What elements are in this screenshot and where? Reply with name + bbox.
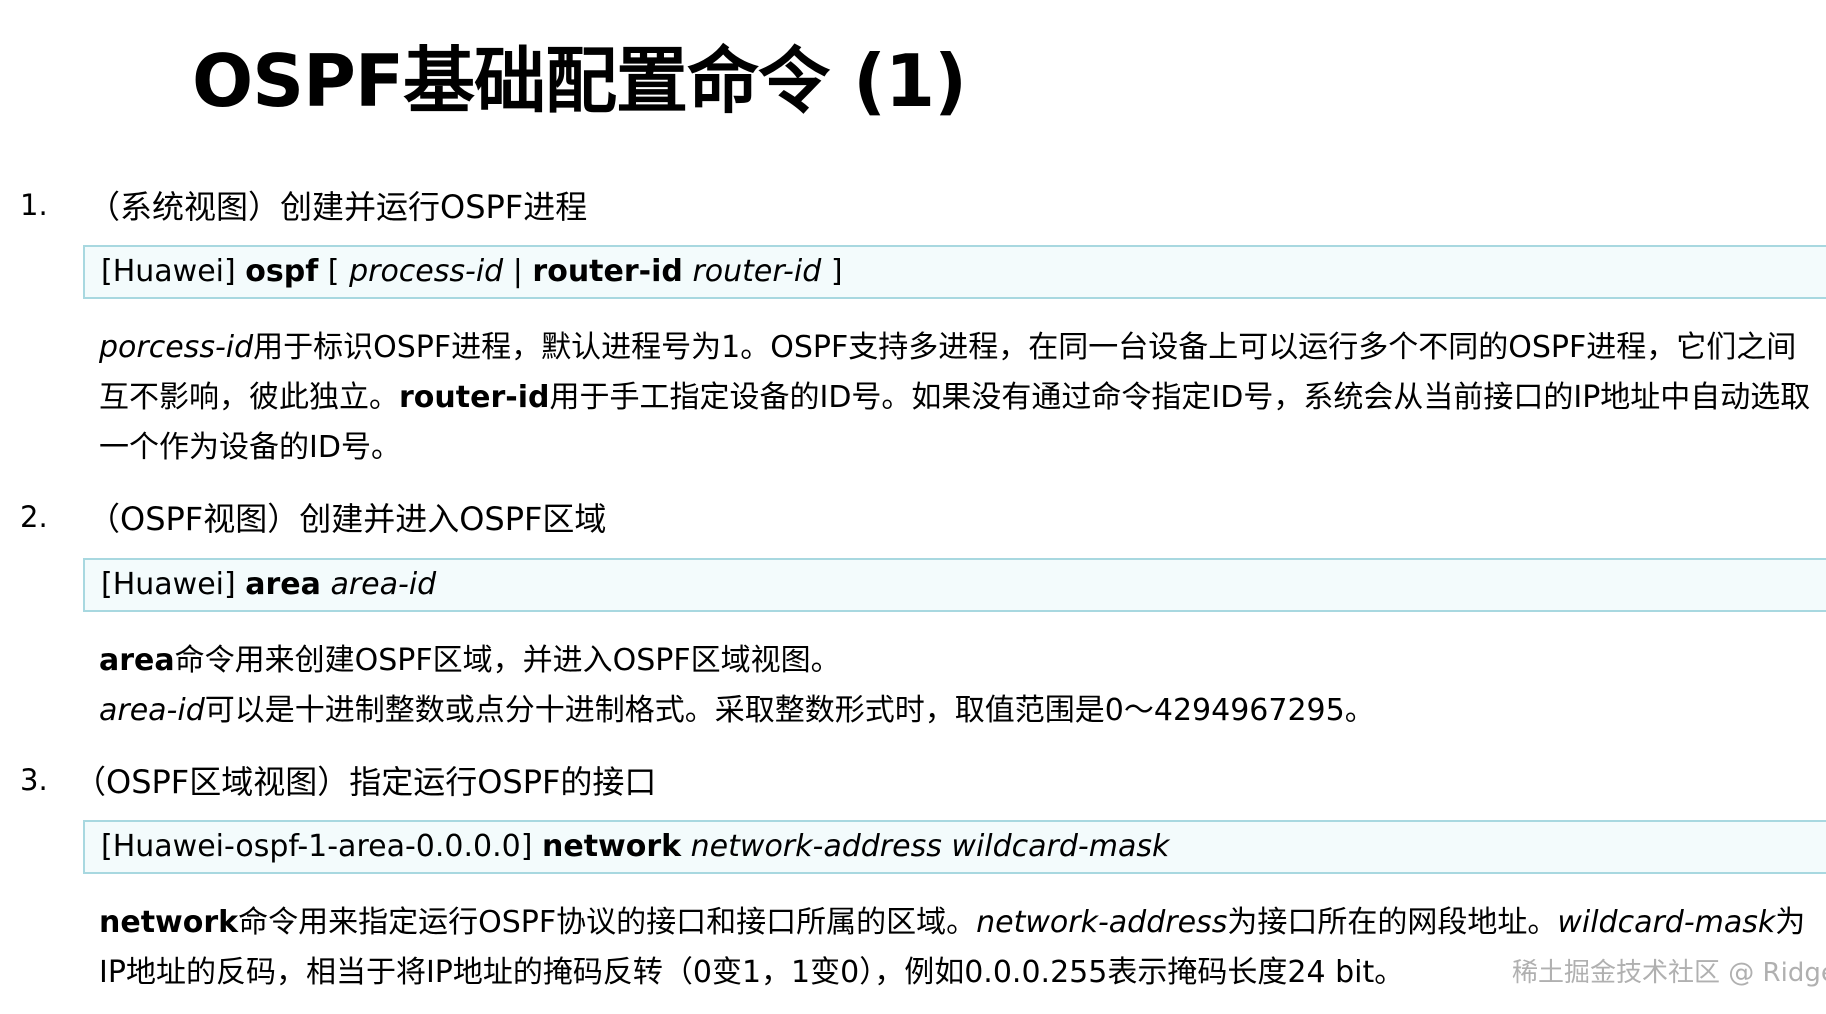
section-3-heading: （OSPF区域视图）指定运行OSPF的接口	[74, 763, 657, 801]
section-2-heading: （OSPF视图）创建并进入OSPF区域	[88, 500, 607, 538]
desc-term: router-id	[399, 380, 550, 415]
cmd-param: router-id	[692, 254, 822, 289]
cmd-prompt: [Huawei]	[101, 567, 236, 602]
desc-text: 为接口所在的网段地址。	[1227, 905, 1558, 940]
cmd-keyword: ospf	[245, 254, 319, 289]
section-3-number: 3.	[20, 763, 48, 797]
section-1-description: porcess-id用于标识OSPF进程，默认进程号为1。OSPF支持多进程，在…	[99, 323, 1814, 473]
cmd-separator: |	[512, 254, 523, 289]
desc-term: wildcard-mask	[1557, 905, 1776, 940]
page-title: OSPF基础配置命令 (1)	[192, 39, 967, 123]
desc-term: porcess-id	[99, 330, 254, 365]
desc-text: 可以是十进制整数或点分十进制格式。采取整数形式时，取值范围是0～42949672…	[204, 693, 1375, 728]
desc-text: 用于标识OSPF进程，默认进程号为1。OSPF支持多进程，在同一台设备上可以运行…	[99, 330, 1797, 415]
cmd-keyword: area	[245, 567, 321, 602]
cmd-prompt: [Huawei]	[101, 254, 236, 289]
desc-term: network-address	[976, 905, 1228, 940]
cmd-param: area-id	[330, 567, 437, 602]
desc-text: 命令用来创建OSPF区域，并进入OSPF区域视图。	[174, 643, 841, 678]
cmd-bracket-close: ]	[830, 254, 843, 289]
command-box-network: [Huawei-ospf-1-area-0.0.0.0] network net…	[83, 820, 1826, 874]
cmd-param: process-id	[349, 254, 504, 289]
desc-term: network	[99, 905, 239, 940]
cmd-keyword: router-id	[532, 254, 683, 289]
desc-text: 为IP地址的反码，相当于将IP地址的掩码反转（0变1，1变0），例如0.0.0.…	[99, 905, 1806, 990]
section-2-description: area命令用来创建OSPF区域，并进入OSPF区域视图。 area-id可以是十…	[99, 636, 1814, 736]
command-box-ospf: [Huawei] ospf [ process-id | router-id r…	[83, 245, 1826, 299]
desc-text: 用于手工指定设备的ID号。如果没有通过命令指定ID号，系统会从当前接口的IP地址…	[99, 380, 1811, 465]
command-box-area: [Huawei] area area-id	[83, 558, 1826, 612]
section-3-description: network命令用来指定运行OSPF协议的接口和接口所属的区域。network…	[99, 898, 1814, 998]
cmd-keyword: network	[542, 829, 682, 864]
cmd-param: wildcard-mask	[951, 829, 1170, 864]
cmd-bracket-open: [	[327, 254, 340, 289]
cmd-param: network-address	[690, 829, 942, 864]
desc-term: area	[99, 643, 175, 678]
cmd-prompt: [Huawei-ospf-1-area-0.0.0.0]	[101, 829, 533, 864]
section-1-number: 1.	[20, 188, 48, 222]
section-1-heading: （系统视图）创建并运行OSPF进程	[88, 188, 588, 226]
desc-term: area-id	[99, 693, 205, 728]
desc-text: 命令用来指定运行OSPF协议的接口和接口所属的区域。	[238, 905, 977, 940]
section-2-number: 2.	[20, 500, 48, 534]
watermark: 稀土掘金技术社区 @ Ridge_lv	[1512, 958, 1826, 988]
